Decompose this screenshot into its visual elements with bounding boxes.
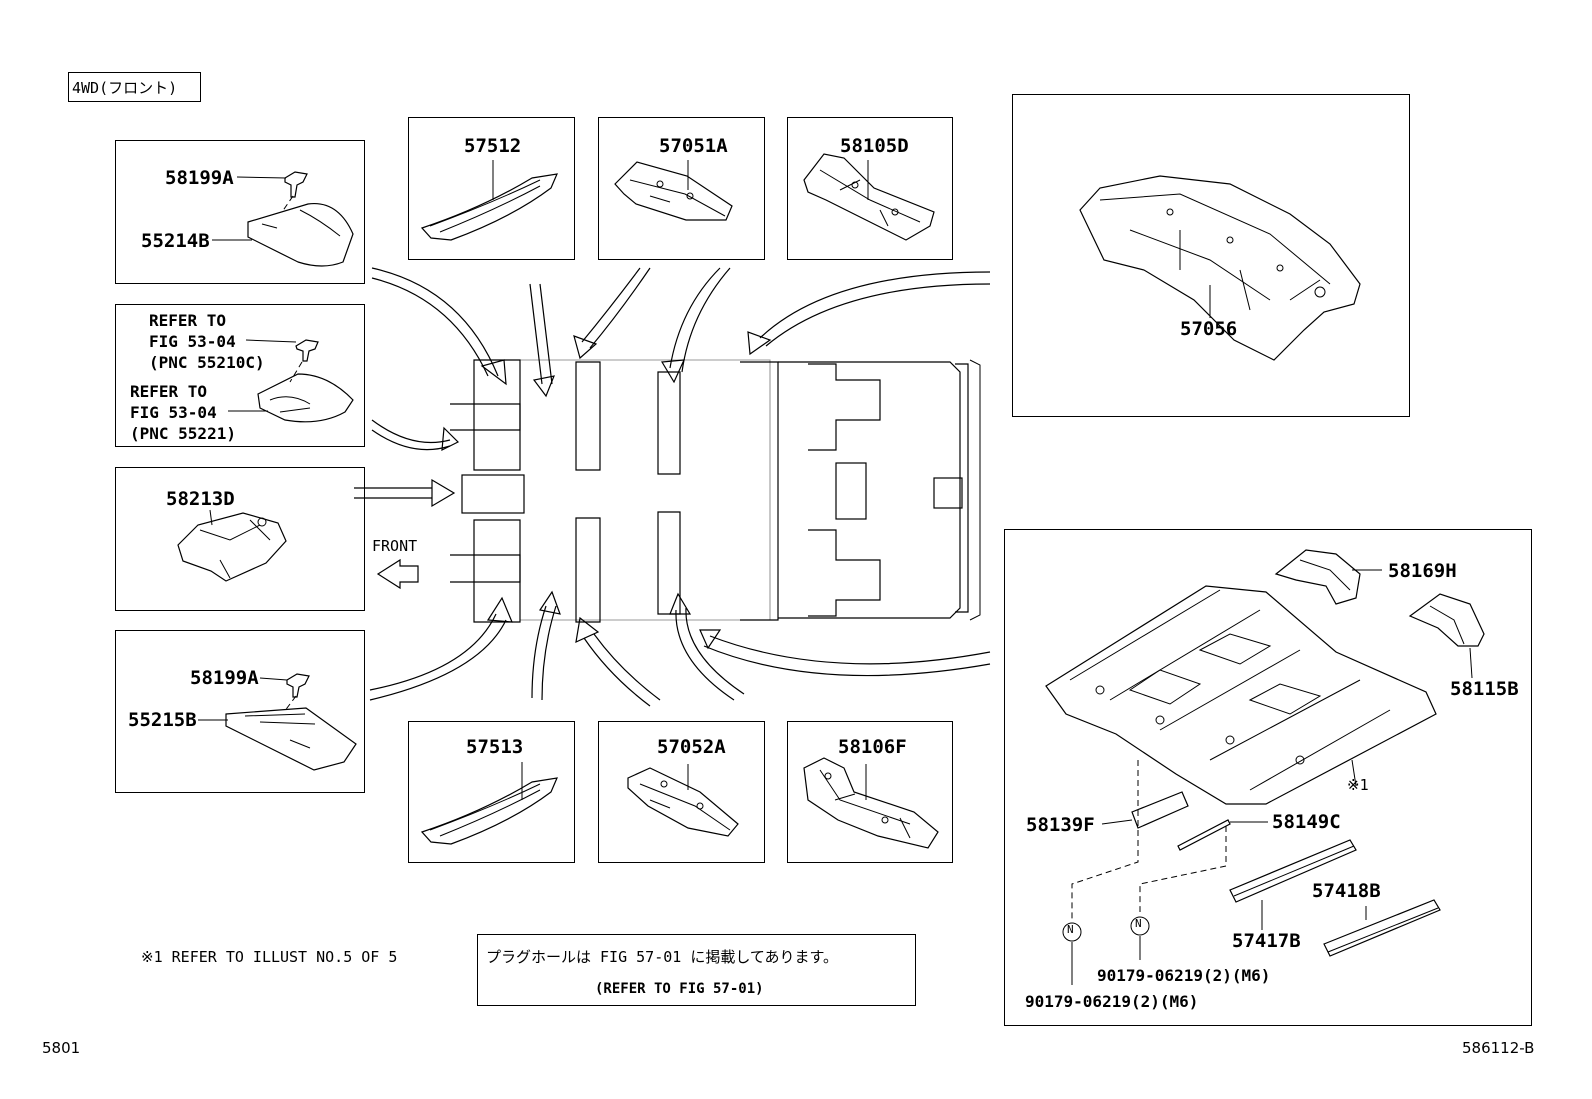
arrow-57056: [747, 271, 991, 356]
front-label: FRONT: [372, 537, 418, 555]
label-55215B: 55215B: [128, 709, 197, 731]
underbody-outline: [450, 359, 981, 623]
part-58149C: [1177, 819, 1231, 851]
label-58105D: 58105D: [840, 135, 909, 157]
clip-58199A-top: [284, 171, 308, 198]
ref1-line1: REFER TO: [149, 311, 227, 330]
box-57052A[interactable]: [598, 721, 765, 863]
box-58199A-55214B[interactable]: [115, 140, 365, 284]
box-floor-assembly[interactable]: [1004, 529, 1532, 1026]
part-58169H: [1274, 549, 1361, 605]
part-57418B: [1323, 899, 1441, 957]
box-57056[interactable]: [1012, 94, 1410, 417]
label-57056: 57056: [1180, 318, 1238, 340]
arrow-57051A: [573, 267, 651, 360]
arrow-floor: [699, 629, 991, 677]
arrow-bottom-left: [369, 596, 513, 701]
part-58213D: [177, 512, 287, 582]
note-en: (REFER TO FIG 57-01): [595, 981, 764, 997]
label-bolt-1: 90179-06219(2)(M6): [1097, 966, 1271, 985]
arrow-57052A: [575, 616, 661, 707]
bolt-symbol-1: [1062, 922, 1082, 942]
box-refer-fig-53-04[interactable]: [115, 304, 365, 447]
label-58213D: 58213D: [166, 488, 235, 510]
note-jp: プラグホールは FIG 57-01 に掲載してあります。: [486, 948, 838, 966]
label-bolt-2: 90179-06219(2)(M6): [1025, 992, 1199, 1011]
bolt-n-2: N: [1135, 917, 1142, 930]
part-57056: [1079, 175, 1361, 361]
label-57512: 57512: [464, 135, 522, 157]
label-58169H: 58169H: [1388, 560, 1457, 582]
label-57052A: 57052A: [657, 736, 726, 758]
label-58115B: 58115B: [1450, 678, 1519, 700]
cover-55214B: [247, 202, 354, 267]
clip-55210C: [295, 339, 319, 362]
footnote: ※1 REFER TO ILLUST NO.5 OF 5: [141, 948, 398, 966]
label-55214B: 55214B: [141, 230, 210, 252]
cover-55221: [257, 373, 354, 423]
box-57512[interactable]: [408, 117, 575, 260]
note-box: [477, 934, 916, 1006]
box-58106F[interactable]: [787, 721, 953, 863]
part-58139F: [1131, 791, 1189, 829]
part-58105D: [803, 153, 935, 241]
arrow-57512: [529, 283, 555, 398]
box-58105D[interactable]: [787, 117, 953, 260]
label-57417B: 57417B: [1232, 930, 1301, 952]
part-57512: [420, 173, 558, 241]
part-57417B: [1229, 839, 1357, 903]
label-57513: 57513: [466, 736, 524, 758]
floor-pan: [1045, 585, 1437, 805]
part-58115B: [1408, 593, 1485, 647]
cover-55215B: [225, 707, 357, 771]
label-58149C: 58149C: [1272, 811, 1341, 833]
box-57513[interactable]: [408, 721, 575, 863]
arrow-58105D: [660, 267, 731, 384]
part-57052A: [627, 767, 739, 837]
ref2-line3: (PNC 55221): [130, 424, 236, 443]
label-58139F: 58139F: [1026, 814, 1095, 836]
bolt-symbol-2: [1130, 916, 1150, 936]
label-58106F: 58106F: [838, 736, 907, 758]
footer-left: 5801: [42, 1039, 81, 1057]
arrow-57513: [531, 590, 561, 701]
header-tag: 4WD(フロント): [72, 79, 178, 97]
part-58106F: [803, 757, 939, 849]
ref-mark-1: ※1: [1347, 776, 1369, 794]
label-58199A-bottom: 58199A: [190, 667, 259, 689]
label-57418B: 57418B: [1312, 880, 1381, 902]
ref1-line3: (PNC 55210C): [149, 353, 265, 372]
front-arrow: [376, 558, 419, 590]
arrow-58213D: [354, 478, 456, 508]
arrow-refer: [371, 419, 460, 452]
header-tag-box: [68, 72, 201, 102]
label-58199A-top: 58199A: [165, 167, 234, 189]
box-58213D[interactable]: [115, 467, 365, 611]
footer-right: 586112-B: [1462, 1039, 1535, 1057]
box-58199A-55215B[interactable]: [115, 630, 365, 793]
part-57051A: [614, 161, 733, 221]
arrow-top-left: [371, 267, 507, 386]
clip-58199A-bottom: [286, 673, 310, 698]
arrow-58106F: [669, 592, 745, 701]
ref2-line2: FIG 53-04: [130, 403, 217, 422]
ref1-line2: FIG 53-04: [149, 332, 236, 351]
bolt-n-1: N: [1067, 923, 1074, 936]
ref2-line1: REFER TO: [130, 382, 208, 401]
part-57513: [420, 777, 558, 845]
label-57051A: 57051A: [659, 135, 728, 157]
box-57051A[interactable]: [598, 117, 765, 260]
